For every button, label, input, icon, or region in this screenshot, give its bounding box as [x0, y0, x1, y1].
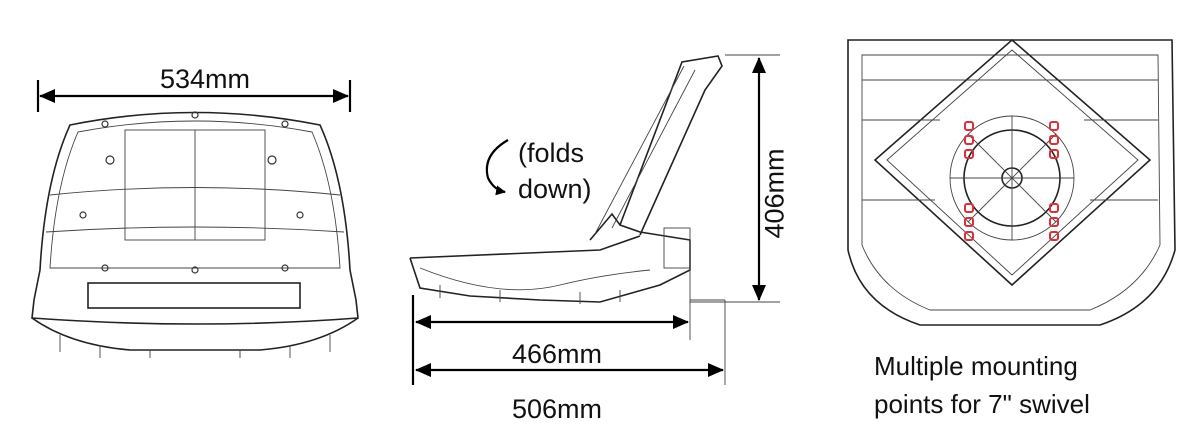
- mounting-note-line2: points for 7" swivel: [874, 389, 1090, 419]
- folds-label-line1: (folds: [518, 138, 585, 168]
- height-label: 406mm: [759, 148, 790, 239]
- bottom-view: [847, 38, 1176, 326]
- front-view: [31, 80, 359, 358]
- overall-depth-label: 506mm: [512, 394, 603, 424]
- mounting-note-line1: Multiple mounting: [874, 351, 1078, 381]
- width-label: 534mm: [160, 64, 251, 94]
- mount-points: [964, 121, 1059, 241]
- fold-direction-arrow: [485, 139, 509, 196]
- folds-label-line2: down): [518, 174, 592, 204]
- side-view: [409, 54, 780, 385]
- seat-depth-label: 466mm: [512, 339, 603, 369]
